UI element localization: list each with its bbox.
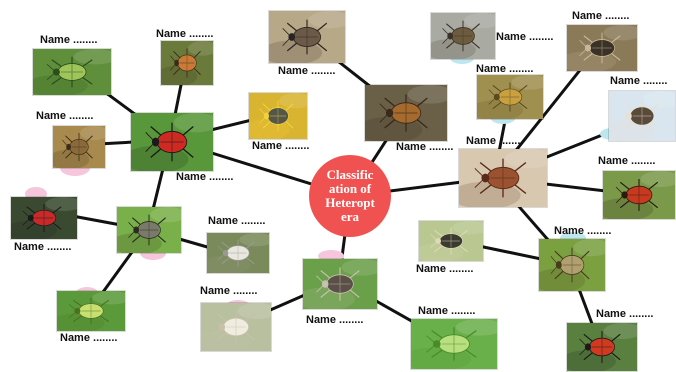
name-label: Name ........ [596,308,653,320]
photo-flower-bug [248,92,308,140]
photo-water-strider [268,10,346,64]
center-title: Classific ation of Heteropt era [312,168,388,224]
brown-stink-bug-photo [53,126,105,168]
photo-stilt-bug [430,12,496,60]
photo-green-shield-bug [32,48,112,96]
mealybug-photo [207,233,269,273]
aphid-photo [57,291,125,331]
backswimmer-photo [609,91,675,141]
name-label: Name ........ [476,63,533,75]
bed-bug-photo [459,149,547,207]
green-planthopper-photo [411,319,497,369]
leafhopper-photo [419,221,483,261]
name-label: Name ........ [418,305,475,317]
whitefly-cluster-photo [201,303,271,351]
photo-assassin-bug [364,84,448,142]
assassin-bug-photo [365,85,447,141]
striped-shield-bug-photo [161,41,213,85]
photo-froghopper [302,258,378,310]
red-assassin-bug-photo [603,171,675,219]
water-strider-photo [269,11,345,63]
name-label: Name ........ [252,140,309,152]
name-label: Name ........ [200,285,257,297]
name-label: Name ........ [36,110,93,122]
photo-firebug [130,112,214,172]
name-label: Name ........ [40,34,97,46]
plant-bug-photo [539,239,605,291]
photo-thistle-firebug [566,322,638,372]
froghopper-photo [303,259,377,309]
photo-water-beetle-bug [566,24,638,72]
photo-whitefly-cluster [200,302,272,352]
photo-backswimmer [608,90,676,142]
center-node: Classific ation of Heteropt era [309,155,391,237]
photo-mealybug [206,232,270,274]
name-label: Name ........ [176,171,233,183]
photo-striped-shield-bug [160,40,214,86]
photo-red-black-bug [10,196,78,240]
photo-brown-stink-bug [52,125,106,169]
thin-leaf-bug-photo [477,75,543,119]
name-label: Name ........ [466,135,523,147]
photo-bed-bug [458,148,548,208]
name-label: Name ........ [554,225,611,237]
flower-bug-photo [249,93,307,139]
name-label: Name ........ [306,314,363,326]
name-label: Name ........ [208,215,265,227]
photo-thin-leaf-bug [476,74,544,120]
cicada-photo [117,207,181,253]
name-label: Name ........ [278,65,335,77]
firebug-photo [131,113,213,171]
name-label: Name ........ [60,332,117,344]
name-label: Name ........ [396,141,453,153]
name-label: Name ........ [496,31,553,43]
photo-leafhopper [418,220,484,262]
name-label: Name ........ [610,75,667,87]
photo-plant-bug [538,238,606,292]
stilt-bug-photo [431,13,495,59]
name-label: Name ........ [14,241,71,253]
water-beetle-bug-photo [567,25,637,71]
red-black-bug-photo [11,197,77,239]
photo-green-planthopper [410,318,498,370]
photo-cicada [116,206,182,254]
photo-aphid [56,290,126,332]
photo-red-assassin-bug [602,170,676,220]
name-label: Name ........ [598,155,655,167]
name-label: Name ........ [572,10,629,22]
green-shield-bug-photo [33,49,111,95]
name-label: Name ........ [156,28,213,40]
name-label: Name ........ [416,263,473,275]
thistle-firebug-photo [567,323,637,371]
